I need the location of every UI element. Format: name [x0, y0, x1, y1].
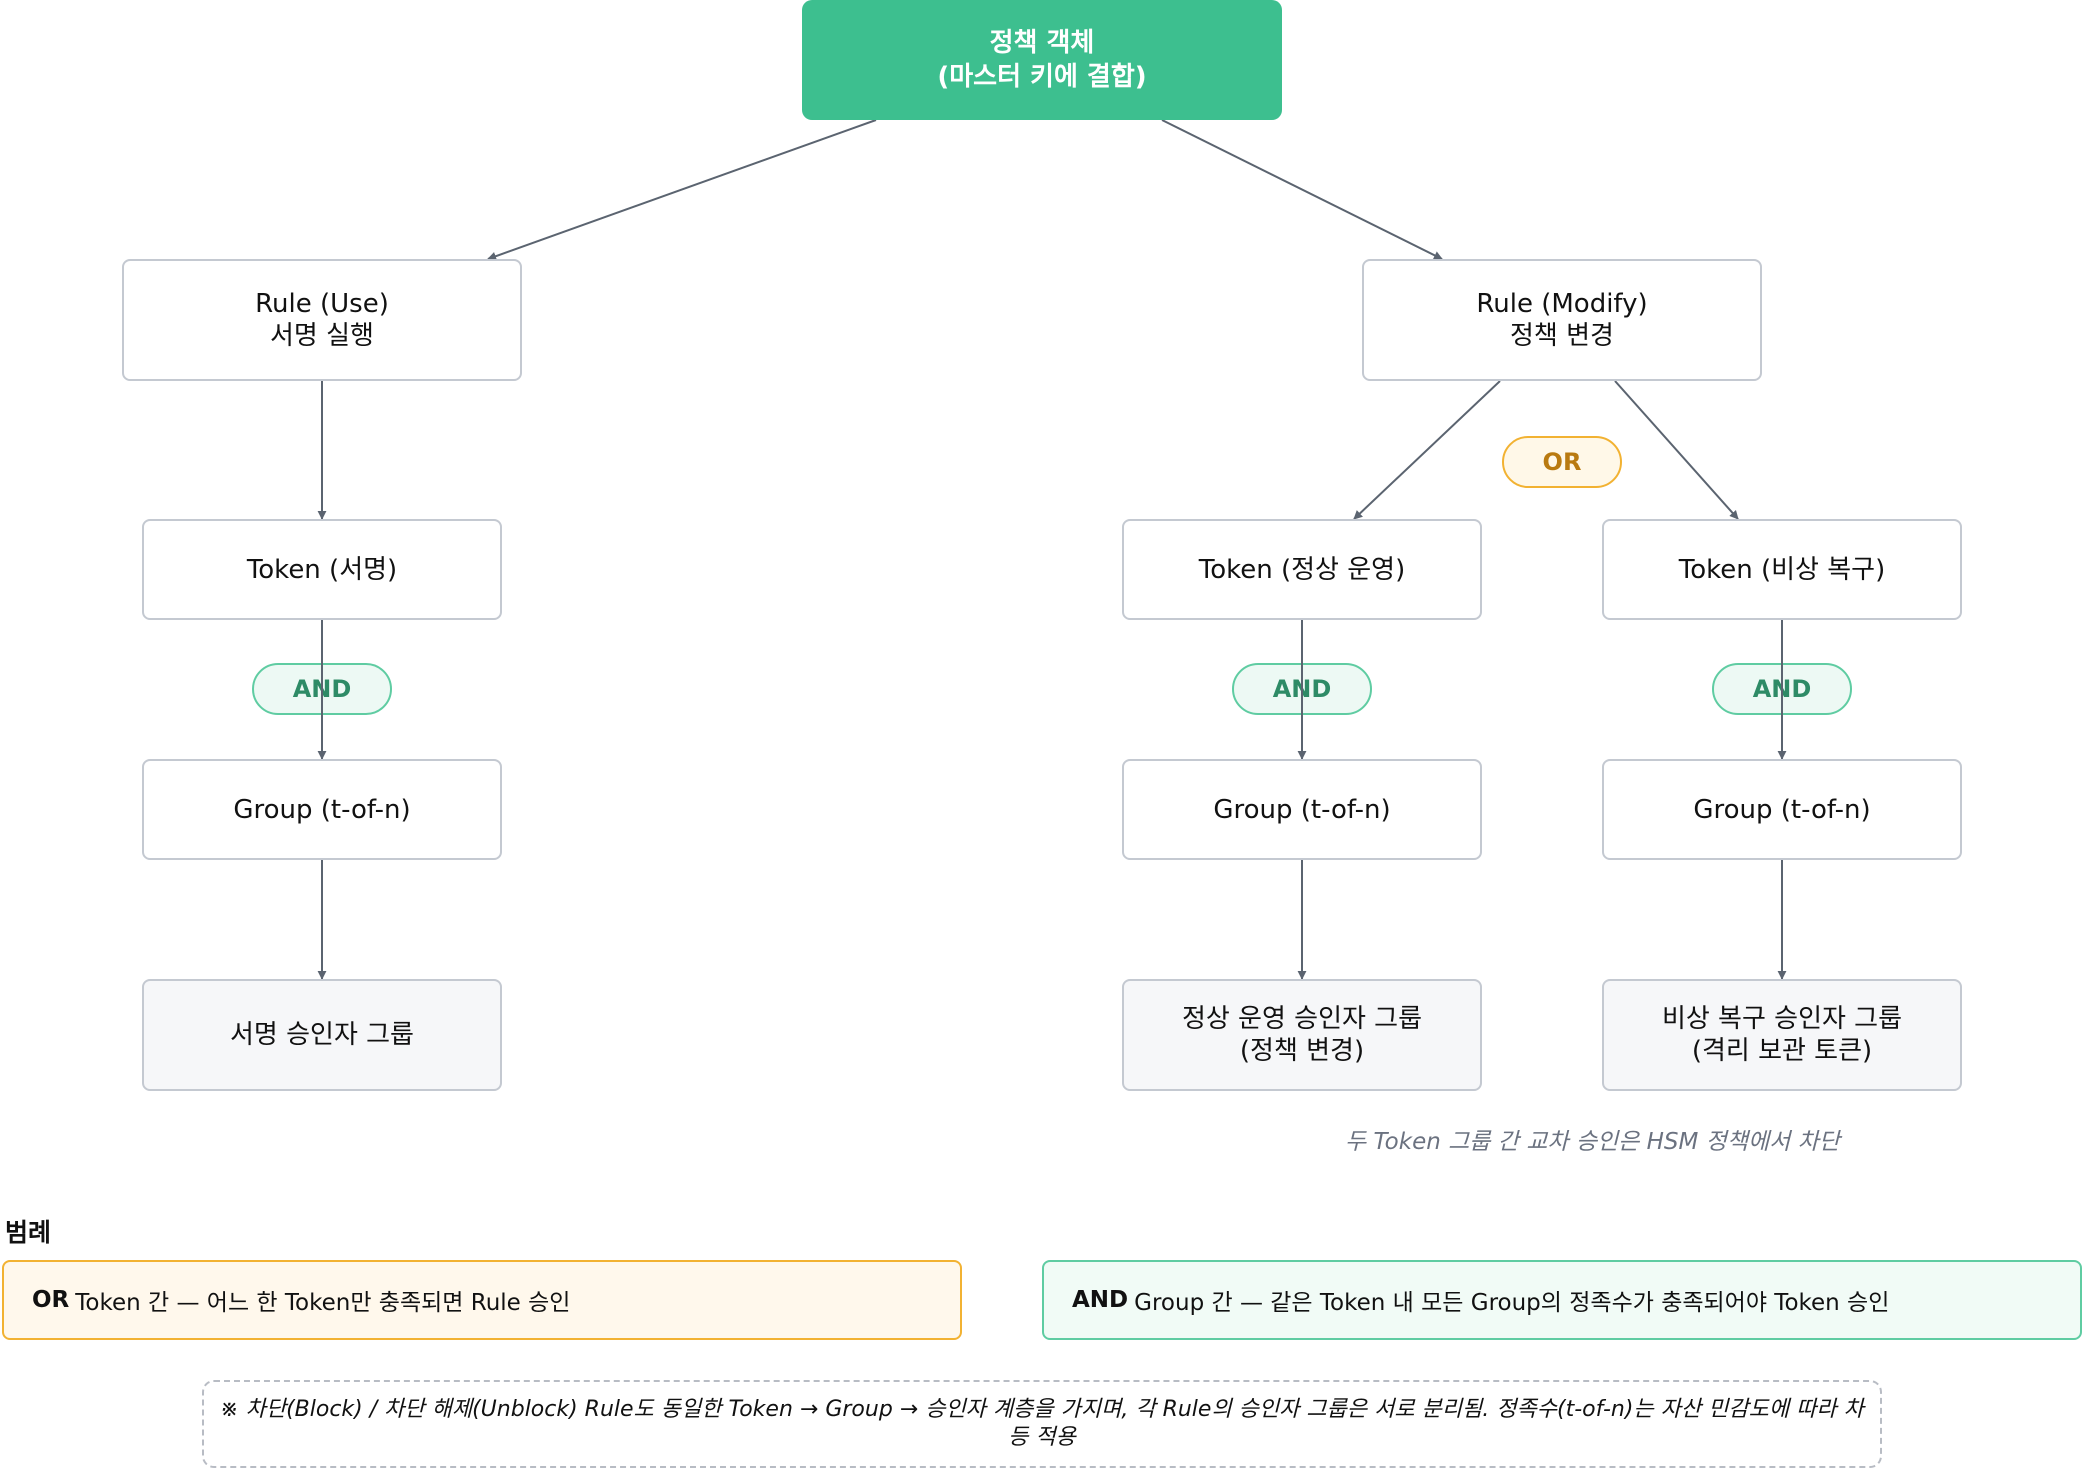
normal-approver-group-node: 정상 운영 승인자 그룹 (정책 변경)	[1122, 979, 1482, 1091]
rule-modify-subtitle: 정책 변경	[1510, 321, 1614, 351]
emergency-approver-group-subtitle: (격리 보관 토큰)	[1691, 1036, 1873, 1066]
rule-use-subtitle: 서명 실행	[270, 321, 374, 351]
policy-object-title: 정책 객체	[989, 28, 1095, 58]
rule-modify-node: Rule (Modify) 정책 변경	[1362, 259, 1762, 381]
and-badge-emergency: AND	[1712, 663, 1852, 715]
group-emergency-label: Group (t-of-n)	[1693, 794, 1871, 825]
legend-title: 범례	[5, 1218, 52, 1247]
signer-approver-group-node: 서명 승인자 그룹	[142, 979, 502, 1091]
edge-rule-modify-to-token-normal	[1353, 380, 1501, 520]
normal-approver-group-subtitle: (정책 변경)	[1239, 1036, 1365, 1066]
and-badge-normal: AND	[1232, 663, 1372, 715]
group-normal-node: Group (t-of-n)	[1122, 759, 1482, 860]
footnote: ※ 차단(Block) / 차단 해제(Unblock) Rule도 동일한 T…	[202, 1380, 1882, 1468]
legend-or-key: OR	[32, 1287, 70, 1313]
token-sign-node: Token (서명)	[142, 519, 502, 620]
rule-use-title: Rule (Use)	[255, 289, 389, 319]
legend-and-box: AND Group 간 — 같은 Token 내 모든 Group의 정족수가 …	[1042, 1260, 2082, 1340]
and-badge-sign: AND	[252, 663, 392, 715]
emergency-approver-group-node: 비상 복구 승인자 그룹 (격리 보관 토큰)	[1602, 979, 1962, 1091]
legend-and-text: Group 간 — 같은 Token 내 모든 Group의 정족수가 충족되어…	[1134, 1290, 1890, 1316]
token-normal-node: Token (정상 운영)	[1122, 519, 1482, 620]
normal-approver-group-title: 정상 운영 승인자 그룹	[1181, 1004, 1423, 1034]
legend-or-text: Token 간 — 어느 한 Token만 충족되면 Rule 승인	[75, 1290, 571, 1316]
legend-or-box: OR Token 간 — 어느 한 Token만 충족되면 Rule 승인	[2, 1260, 962, 1340]
rule-use-node: Rule (Use) 서명 실행	[122, 259, 522, 381]
group-normal-label: Group (t-of-n)	[1213, 794, 1391, 825]
token-emergency-node: Token (비상 복구)	[1602, 519, 1962, 620]
signer-approver-group-label: 서명 승인자 그룹	[230, 1020, 414, 1050]
rule-modify-title: Rule (Modify)	[1476, 289, 1648, 319]
edge-root-to-rule-modify	[1161, 119, 1443, 260]
edge-rule-modify-to-token-emergency	[1614, 380, 1739, 520]
token-emergency-label: Token (비상 복구)	[1678, 554, 1886, 585]
emergency-approver-group-title: 비상 복구 승인자 그룹	[1661, 1004, 1903, 1034]
group-emergency-node: Group (t-of-n)	[1602, 759, 1962, 860]
group-sign-node: Group (t-of-n)	[142, 759, 502, 860]
footnote-text: ※ 차단(Block) / 차단 해제(Unblock) Rule도 동일한 T…	[220, 1397, 1864, 1450]
token-sign-label: Token (서명)	[246, 554, 398, 585]
token-normal-label: Token (정상 운영)	[1198, 554, 1406, 585]
policy-object-node: 정책 객체 (마스터 키에 결합)	[802, 0, 1282, 120]
cross-approval-note: 두 Token 그룹 간 교차 승인은 HSM 정책에서 차단	[1345, 1129, 1840, 1155]
group-sign-label: Group (t-of-n)	[233, 794, 411, 825]
policy-object-subtitle: (마스터 키에 결합)	[937, 62, 1147, 92]
edge-root-to-rule-use	[487, 119, 877, 261]
legend-and-key: AND	[1072, 1287, 1129, 1313]
or-badge: OR	[1502, 436, 1622, 488]
